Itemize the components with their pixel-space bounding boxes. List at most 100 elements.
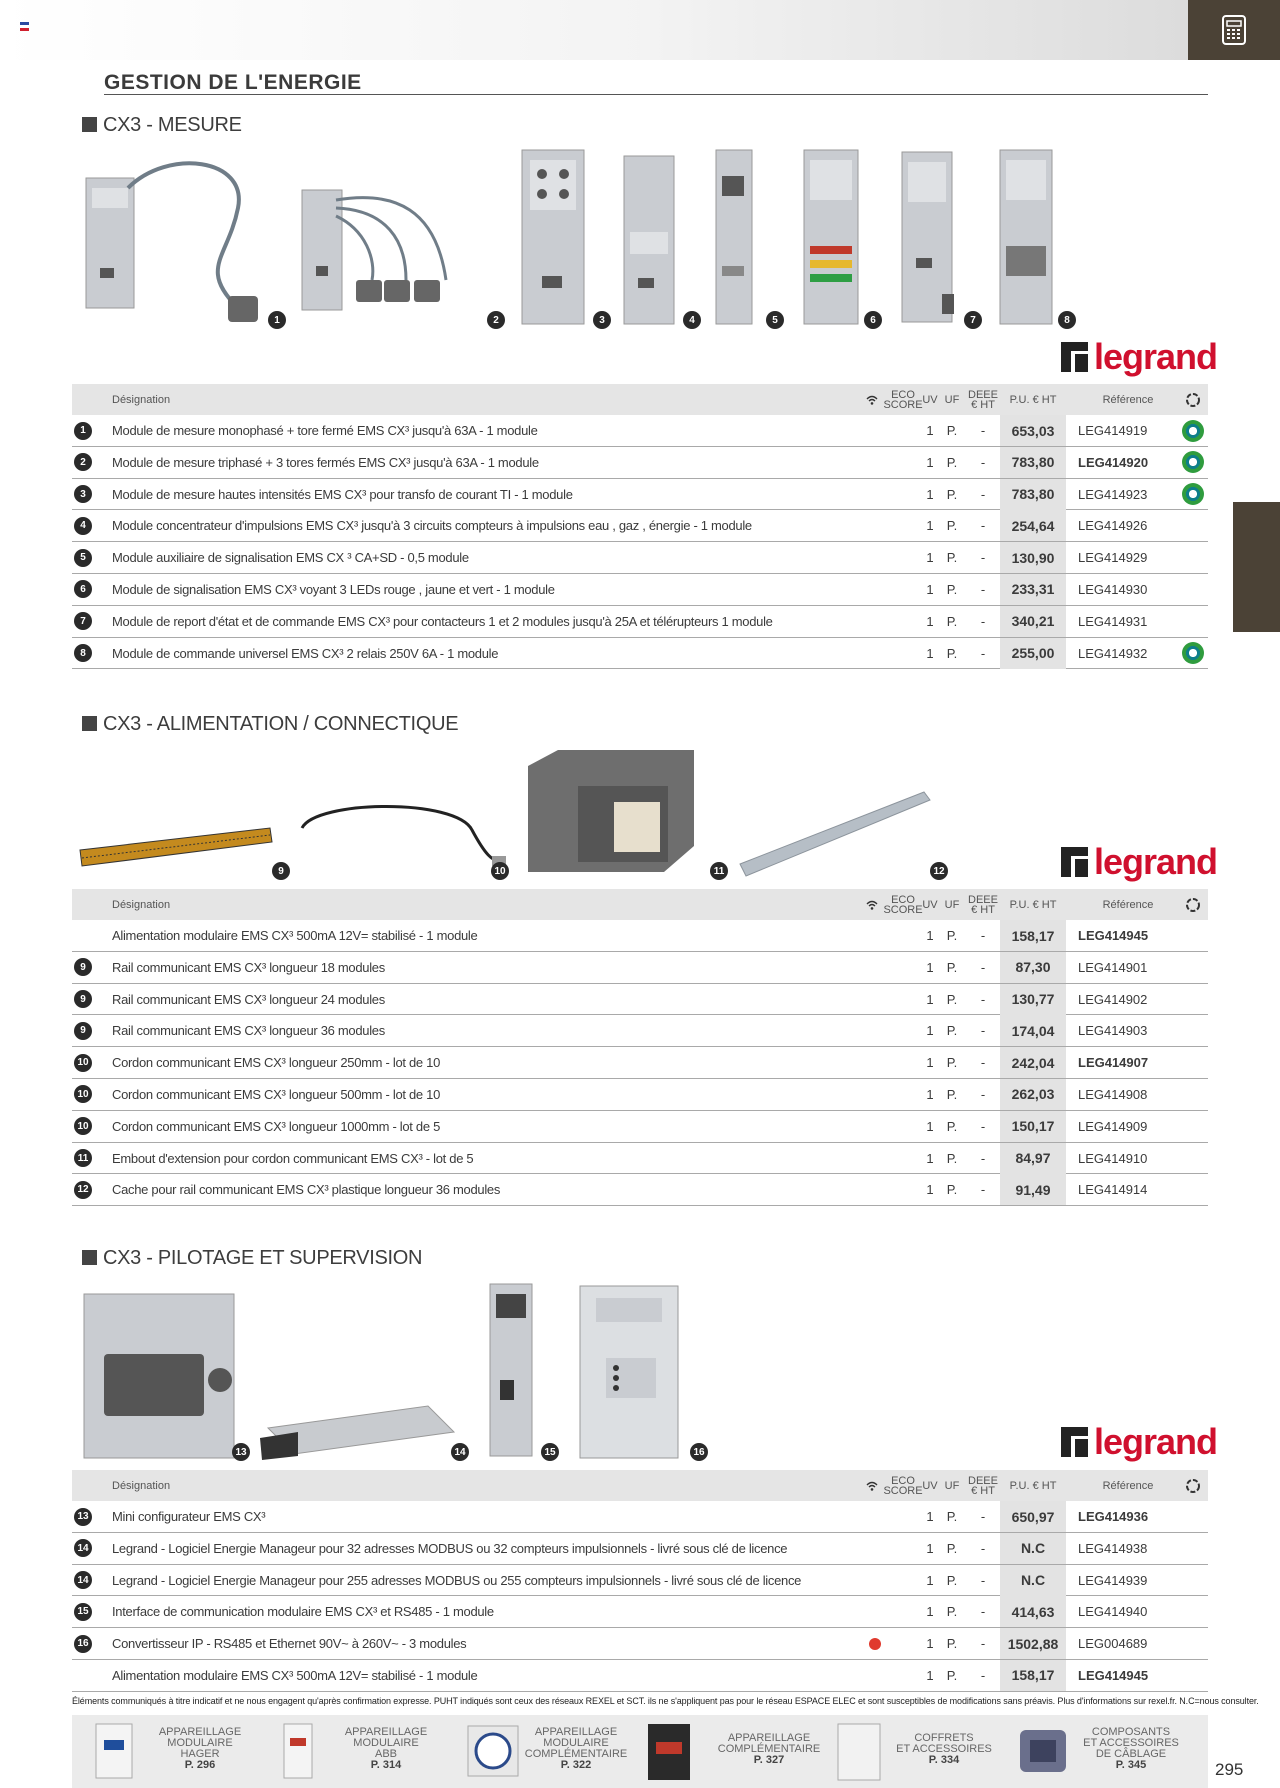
side-tab[interactable] bbox=[1233, 502, 1280, 632]
row-reference[interactable]: LEG414902 bbox=[1078, 991, 1148, 1007]
row-reference[interactable]: LEG414907 bbox=[1078, 1055, 1149, 1071]
row-reference[interactable]: LEG414931 bbox=[1078, 613, 1148, 629]
row-designation: Module auxiliaire de signalisation EMS C… bbox=[112, 550, 469, 566]
row-deee: - bbox=[980, 1604, 986, 1620]
row-reference[interactable]: LEG414914 bbox=[1078, 1182, 1148, 1198]
figure-badge-1: 1 bbox=[268, 311, 286, 329]
row-reference[interactable]: LEG414939 bbox=[1078, 1572, 1148, 1588]
hager-breaker-icon bbox=[95, 1723, 133, 1779]
corner-tab[interactable] bbox=[1188, 0, 1280, 60]
row-reference[interactable]: LEG414938 bbox=[1078, 1540, 1148, 1556]
row-environment bbox=[1182, 1533, 1204, 1564]
row-figure-number: 16 bbox=[73, 1628, 93, 1659]
row-reference[interactable]: LEG414929 bbox=[1078, 550, 1148, 566]
row-designation: Alimentation modulaire EMS CX³ 500mA 12V… bbox=[112, 928, 478, 943]
row-number-badge: 9 bbox=[74, 1021, 92, 1040]
figure-badge-11: 11 bbox=[710, 862, 728, 880]
row-reference[interactable]: LEG414909 bbox=[1078, 1118, 1148, 1134]
product-image-3 bbox=[521, 149, 585, 325]
section-title-alimentation: CX3 - ALIMENTATION / CONNECTIQUE bbox=[82, 713, 459, 736]
row-figure-number: 9 bbox=[73, 952, 93, 983]
row-reference[interactable]: LEG414903 bbox=[1078, 1023, 1148, 1039]
row-price: 130,77 bbox=[1000, 983, 1066, 1015]
row-number-badge: 1 bbox=[74, 421, 92, 440]
row-environment bbox=[1182, 638, 1204, 669]
row-price: N.C bbox=[1000, 1564, 1066, 1596]
recycle-icon bbox=[1182, 384, 1204, 415]
row-eco-score bbox=[860, 542, 890, 573]
row-reference[interactable]: LEG414920 bbox=[1078, 454, 1149, 470]
row-reference[interactable]: LEG414923 bbox=[1078, 486, 1148, 502]
figure-badge-2: 2 bbox=[487, 311, 505, 329]
row-deee: - bbox=[980, 1086, 986, 1102]
row-price: 158,17 bbox=[1000, 920, 1066, 951]
row-reference[interactable]: LEG414945 bbox=[1078, 928, 1149, 943]
footnote: Éléments communiqués à titre indicatif e… bbox=[72, 1696, 1259, 1706]
row-designation: Cordon communicant EMS CX³ longueur 1000… bbox=[112, 1118, 441, 1134]
row-environment bbox=[1182, 1174, 1204, 1205]
row-designation: Module concentrateur d'impulsions EMS CX… bbox=[112, 518, 752, 534]
row-figure-number: 14 bbox=[73, 1565, 93, 1596]
row-reference[interactable]: LEG414940 bbox=[1078, 1604, 1148, 1620]
row-reference[interactable]: LEG414908 bbox=[1078, 1086, 1148, 1102]
row-reference[interactable]: LEG414932 bbox=[1078, 645, 1148, 661]
table-row[interactable]: Alimentation modulaire EMS CX³ 500mA 12V… bbox=[72, 1659, 1208, 1692]
row-reference[interactable]: LEG414919 bbox=[1078, 423, 1148, 438]
row-figure-number: 10 bbox=[73, 1079, 93, 1110]
row-deee: - bbox=[980, 1150, 986, 1166]
row-price: 255,00 bbox=[1000, 637, 1066, 669]
row-deee: - bbox=[980, 1055, 986, 1071]
row-uv: 1 bbox=[926, 1182, 934, 1198]
row-reference[interactable]: LEG414926 bbox=[1078, 518, 1148, 534]
square-bullet-icon bbox=[82, 117, 97, 132]
row-deee: - bbox=[980, 1572, 986, 1588]
row-price: 1502,88 bbox=[1000, 1628, 1066, 1660]
product-image-5 bbox=[715, 149, 753, 325]
row-reference[interactable]: LEG004689 bbox=[1078, 1636, 1148, 1652]
row-reference[interactable]: LEG414930 bbox=[1078, 581, 1148, 597]
row-reference[interactable]: LEG414945 bbox=[1078, 1667, 1149, 1683]
row-eco-score bbox=[860, 479, 890, 510]
row-reference[interactable]: LEG414910 bbox=[1078, 1150, 1148, 1166]
row-uv: 1 bbox=[926, 550, 934, 566]
page-number: 295 bbox=[1215, 1760, 1244, 1779]
table-row[interactable]: Alimentation modulaire EMS CX³ 500mA 12V… bbox=[72, 920, 1208, 952]
row-figure-number: 14 bbox=[73, 1533, 93, 1564]
legrand-mark-icon bbox=[1061, 1427, 1088, 1457]
row-reference[interactable]: LEG414936 bbox=[1078, 1509, 1149, 1524]
row-uv: 1 bbox=[926, 1540, 934, 1556]
row-eco-score bbox=[860, 1565, 890, 1596]
row-eco-score bbox=[860, 1660, 890, 1691]
row-deee: - bbox=[980, 959, 986, 975]
row-reference[interactable]: LEG414901 bbox=[1078, 959, 1148, 975]
row-uv: 1 bbox=[926, 1086, 934, 1102]
